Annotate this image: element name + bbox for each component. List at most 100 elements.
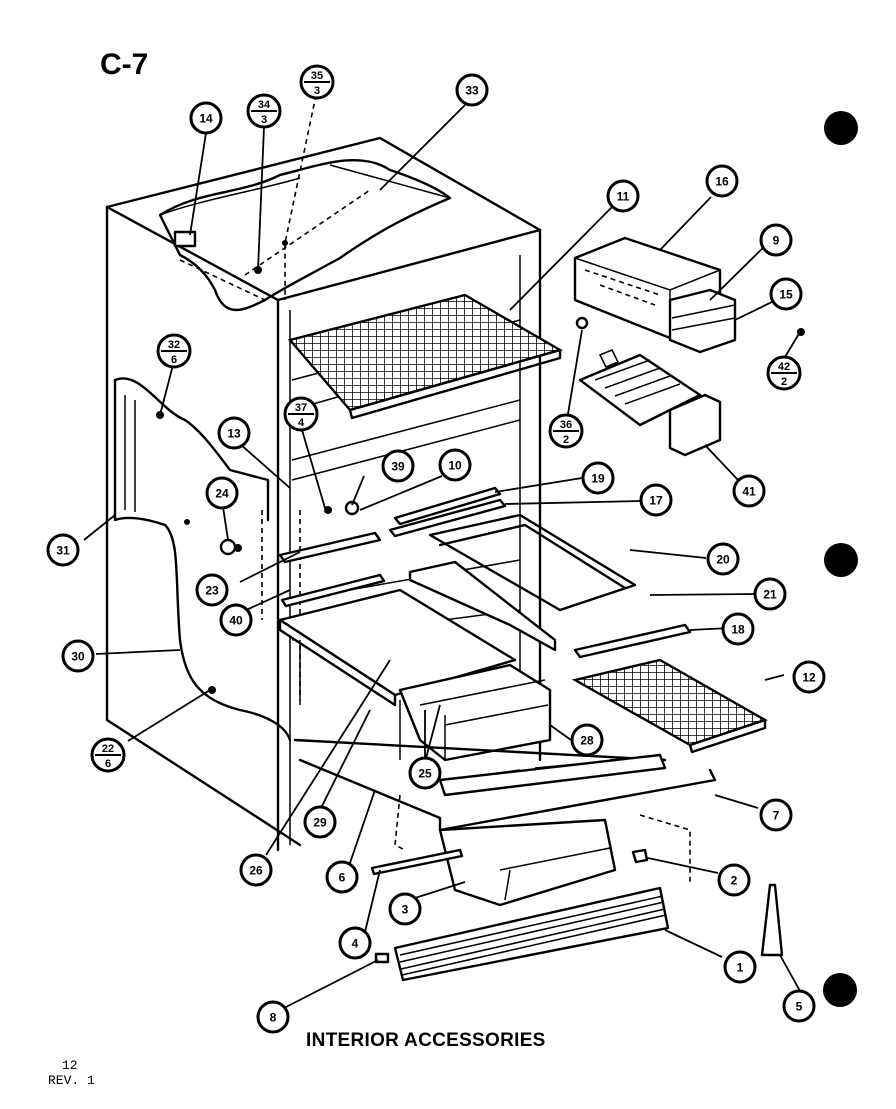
fraction-callout-32-6: 326 <box>156 333 192 369</box>
callout-number: 5 <box>796 1000 803 1014</box>
fraction-callout-37-4: 374 <box>283 396 319 432</box>
lower-shelves <box>571 623 768 754</box>
callout-number: 3 <box>402 903 409 917</box>
fraction-top: 36 <box>560 419 572 431</box>
callout-number: 40 <box>229 614 243 628</box>
callout-28: 28 <box>570 723 604 757</box>
callout-circle <box>239 853 273 887</box>
callout-circle <box>438 448 472 482</box>
callout-circle <box>732 474 766 508</box>
callout-circle <box>782 989 816 1023</box>
revision-label: REV. 1 <box>48 1073 95 1088</box>
callout-19: 19 <box>581 461 615 495</box>
callout-12: 12 <box>792 660 826 694</box>
callout-circle <box>455 73 489 107</box>
callout-circle <box>769 277 803 311</box>
leader-lines <box>83 94 801 1008</box>
callout-circle <box>61 639 95 673</box>
callout-circle <box>753 577 787 611</box>
callout-30: 30 <box>61 639 95 673</box>
callout-circle <box>303 805 337 839</box>
freezer-wire-shelf <box>287 293 564 420</box>
callout-circle <box>408 756 442 790</box>
fraction-top: 32 <box>168 339 180 351</box>
fraction-top: 35 <box>311 70 323 82</box>
callout-number: 6 <box>339 871 346 885</box>
callout-3: 3 <box>388 892 422 926</box>
callout-15: 15 <box>769 277 803 311</box>
fraction-bottom: 2 <box>563 434 569 446</box>
callout-circle <box>195 573 229 607</box>
callout-24: 24 <box>205 476 239 510</box>
callout-circle <box>205 476 239 510</box>
fraction-bottom: 3 <box>314 85 320 97</box>
callout-21: 21 <box>753 577 787 611</box>
callout-number: 2 <box>731 874 738 888</box>
callout-number: 16 <box>715 175 729 189</box>
callout-13: 13 <box>217 416 251 450</box>
callout-39: 39 <box>381 449 415 483</box>
fraction-bottom: 3 <box>261 114 267 126</box>
binder-hole <box>824 111 858 145</box>
callout-number: 18 <box>731 623 745 637</box>
callout-10: 10 <box>438 448 472 482</box>
callout-7: 7 <box>759 798 793 832</box>
callout-number: 23 <box>205 584 219 598</box>
callout-number: 21 <box>763 588 777 602</box>
callout-number: 19 <box>591 472 605 486</box>
callout-circle <box>723 950 757 984</box>
callout-circle <box>706 542 740 576</box>
fraction-callout-42-2: 422 <box>766 355 802 391</box>
callout-number: 24 <box>215 487 229 501</box>
binder-hole <box>823 973 857 1007</box>
callout-18: 18 <box>721 612 755 646</box>
callout-number: 41 <box>742 485 756 499</box>
callout-circle <box>717 863 751 897</box>
callout-circle <box>570 723 604 757</box>
diagram-title: INTERIOR ACCESSORIES <box>306 1030 546 1051</box>
callout-circle <box>705 164 739 198</box>
callout-number: 4 <box>352 937 359 951</box>
callout-circle <box>256 1000 290 1034</box>
callout-number: 15 <box>779 288 793 302</box>
binder-holes <box>823 111 858 1007</box>
callout-29: 29 <box>303 805 337 839</box>
fraction-callout-34-3: 343 <box>246 93 282 129</box>
fraction-top: 37 <box>295 402 307 414</box>
callout-circle <box>606 179 640 213</box>
callout-circle <box>639 483 673 517</box>
callout-number: 26 <box>249 864 263 878</box>
callout-circle <box>46 533 80 567</box>
callout-11: 11 <box>606 179 640 213</box>
callout-number: 28 <box>580 734 594 748</box>
sheet-number: 12 <box>62 1058 78 1073</box>
callout-17: 17 <box>639 483 673 517</box>
callout-circle <box>381 449 415 483</box>
callout-number: 10 <box>448 459 462 473</box>
callout-number: 12 <box>802 671 816 685</box>
callout-number: 33 <box>465 84 479 98</box>
callout-23: 23 <box>195 573 229 607</box>
base-compartment <box>293 738 784 982</box>
fraction-top: 22 <box>102 743 114 755</box>
callout-number: 29 <box>313 816 327 830</box>
fraction-callout-22-6: 226 <box>90 737 126 773</box>
callout-circle <box>219 603 253 637</box>
callout-2: 2 <box>717 863 751 897</box>
callout-circle <box>189 101 223 135</box>
callout-circle <box>759 798 793 832</box>
cabinet <box>105 136 542 852</box>
crisper-cover <box>278 588 517 760</box>
callout-number: 25 <box>418 767 432 781</box>
callout-circle <box>792 660 826 694</box>
callout-5: 5 <box>782 989 816 1023</box>
callout-number: 9 <box>773 234 780 248</box>
callout-circle <box>338 926 372 960</box>
fraction-bottom: 6 <box>171 354 177 366</box>
ice-maker <box>578 349 722 457</box>
callout-number: 11 <box>617 190 630 204</box>
glass-shelf <box>408 513 637 652</box>
page-code: C-7 <box>100 48 149 81</box>
